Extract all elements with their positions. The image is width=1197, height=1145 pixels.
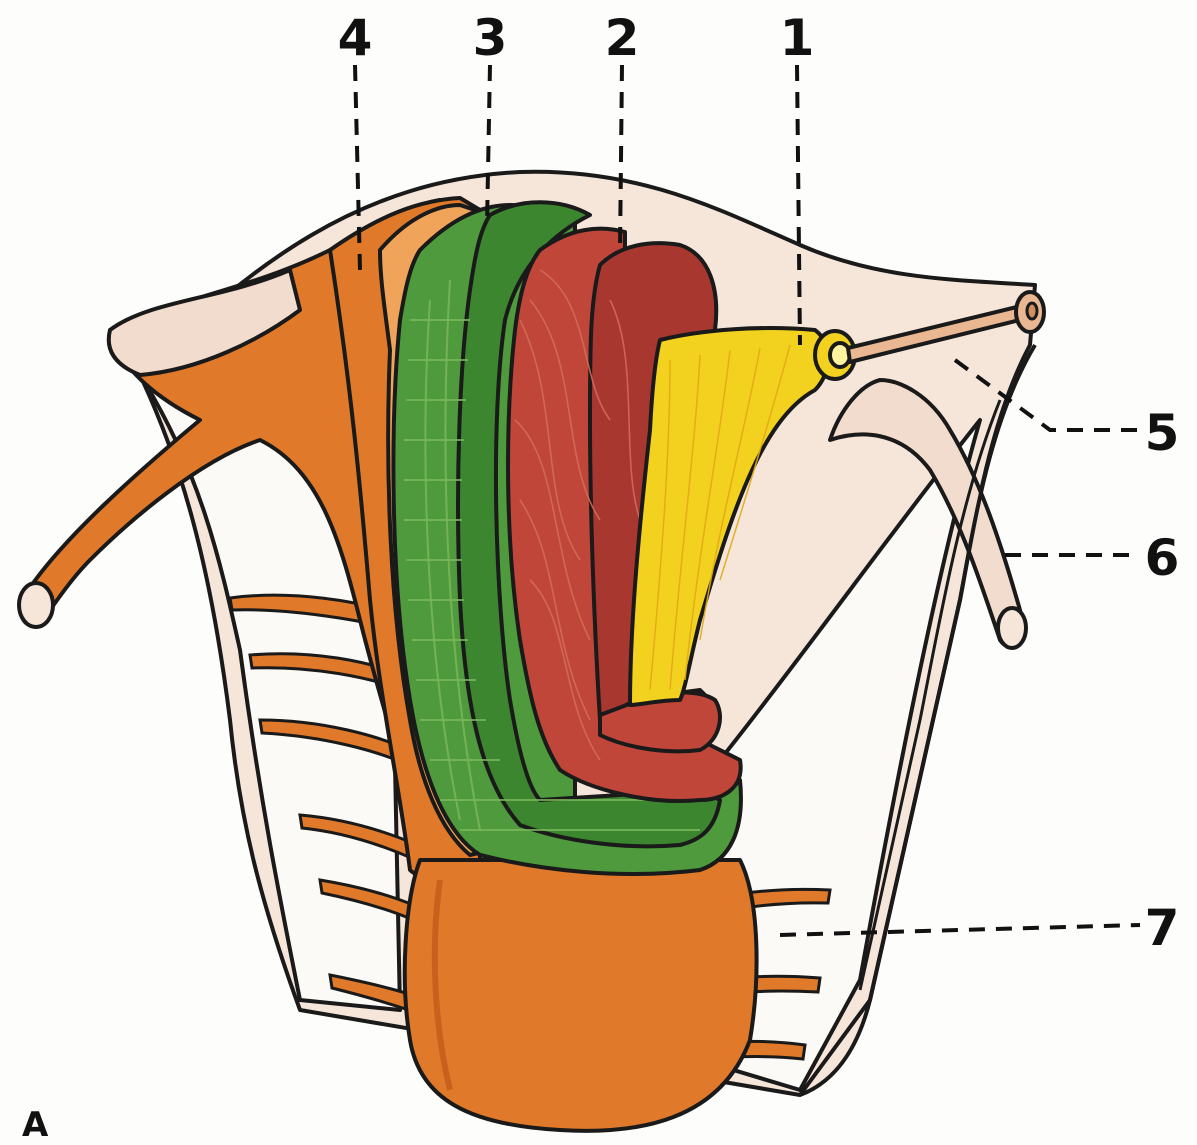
label-2: 2 <box>605 9 640 67</box>
label-1: 1 <box>780 9 815 67</box>
label-5: 5 <box>1145 404 1180 462</box>
label-7: 7 <box>1145 899 1180 957</box>
label-4: 4 <box>338 9 373 67</box>
lower-trunk <box>405 860 757 1131</box>
right-branch-end <box>998 608 1026 648</box>
nerve-rod-end-core <box>1027 303 1037 319</box>
left-sleeve-end <box>19 583 53 627</box>
panel-letter: A <box>22 1105 49 1145</box>
label-6: 6 <box>1145 529 1180 587</box>
label-3: 3 <box>473 9 508 67</box>
